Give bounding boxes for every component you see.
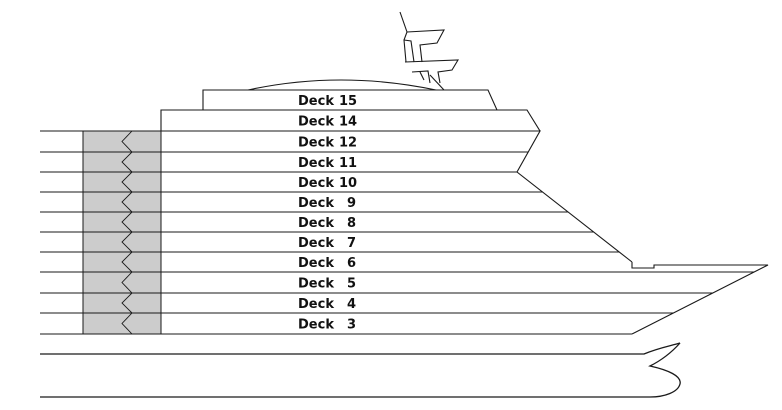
deck-3-number[interactable]: 3 [347, 318, 356, 333]
deck-3-label[interactable]: Deck [298, 318, 334, 333]
hull [40, 342, 681, 398]
deck-10-number[interactable]: 10 [339, 176, 357, 191]
superstructure [40, 89, 633, 263]
deck-14-label[interactable]: Deck [298, 115, 334, 130]
deck-15-number[interactable]: 15 [339, 94, 357, 109]
deck-14-number[interactable]: 14 [339, 115, 357, 130]
deck-15-label[interactable]: Deck [298, 94, 334, 109]
deck-9-number[interactable]: 9 [347, 196, 356, 211]
roof-dome [247, 79, 437, 91]
deck-10-label[interactable]: Deck [298, 176, 334, 191]
deck-4-label[interactable]: Deck [298, 297, 334, 312]
deck-11-label[interactable]: Deck [298, 156, 334, 171]
deck-lines [40, 151, 755, 335]
deck-12-label[interactable]: Deck [298, 136, 334, 151]
deck-5-number[interactable]: 5 [347, 277, 356, 292]
funnel-icon [399, 11, 459, 91]
deck-7-number[interactable]: 7 [347, 236, 356, 251]
deck-8-number[interactable]: 8 [347, 216, 356, 231]
bow-outline [631, 262, 769, 335]
deck-5-label[interactable]: Deck [298, 277, 334, 292]
deck-9-label[interactable]: Deck [298, 196, 334, 211]
deck-12-number[interactable]: 12 [339, 136, 357, 151]
deck-6-number[interactable]: 6 [347, 256, 356, 271]
deck-4-number[interactable]: 4 [347, 297, 356, 312]
deck-7-label[interactable]: Deck [298, 236, 334, 251]
deck-8-label[interactable]: Deck [298, 216, 334, 231]
deck-6-label[interactable]: Deck [298, 256, 334, 271]
deck-11-number[interactable]: 11 [339, 156, 357, 171]
